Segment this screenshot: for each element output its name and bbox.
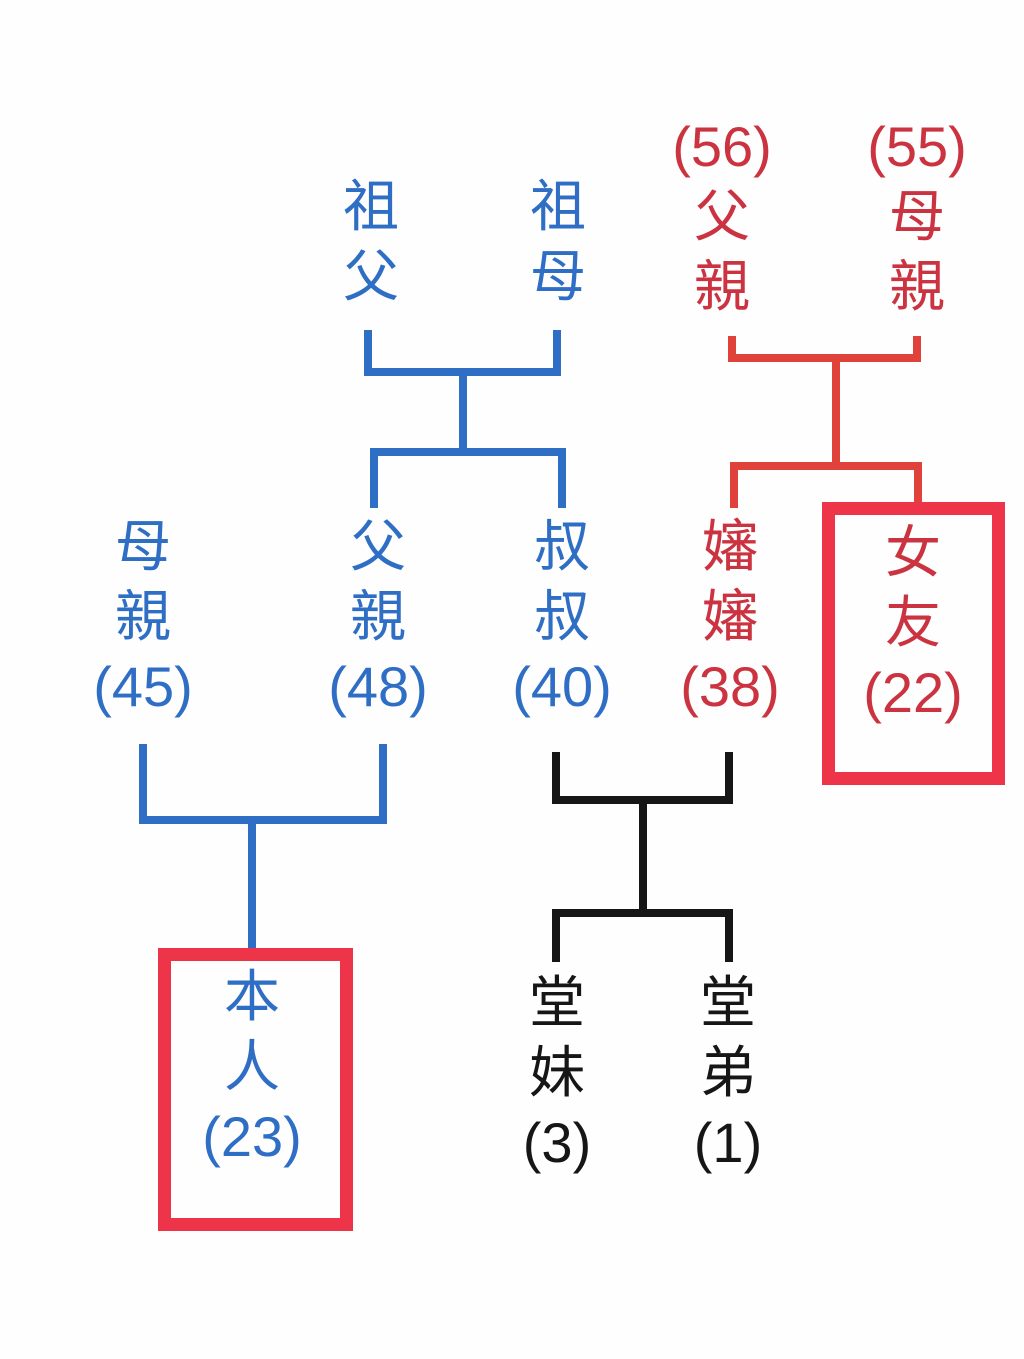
node-label: 妹 bbox=[528, 1041, 585, 1104]
connector-to-father bbox=[370, 448, 378, 508]
connector-aunt-drop bbox=[725, 752, 733, 804]
node-aunt: 嬸 嬸 (38) bbox=[680, 512, 780, 722]
node-label: 親 bbox=[350, 585, 406, 648]
node-label: 人 bbox=[224, 1035, 280, 1098]
node-girlfriend-father: (56) 父 親 bbox=[672, 112, 772, 322]
connector-to-uncle bbox=[558, 448, 566, 508]
node-age: (1) bbox=[693, 1111, 763, 1174]
node-label: 父 bbox=[343, 245, 399, 308]
node-age: (38) bbox=[680, 655, 780, 718]
connector-father-drop bbox=[379, 744, 387, 824]
connector-to-self bbox=[248, 816, 256, 950]
connector-uncle-drop bbox=[552, 752, 560, 804]
node-label: 親 bbox=[694, 255, 750, 318]
node-label: 母 bbox=[115, 515, 171, 578]
node-grandmother: 祖 母 bbox=[530, 172, 586, 312]
connector-to-cousin-brother bbox=[725, 909, 733, 962]
node-label: 祖 bbox=[530, 175, 586, 238]
node-age: (45) bbox=[93, 655, 193, 718]
connector-gf-parents-marriage bbox=[728, 354, 921, 362]
node-uncle: 叔 叔 (40) bbox=[512, 512, 612, 722]
node-self: 本 人 (23) bbox=[202, 962, 302, 1172]
node-mother: 母 親 (45) bbox=[93, 512, 193, 722]
connector-gf-parents-children bbox=[730, 462, 922, 470]
connector-to-aunt bbox=[730, 462, 738, 508]
connector-grandparents-descent bbox=[459, 368, 467, 456]
node-girlfriend-mother: (55) 母 親 bbox=[867, 112, 967, 322]
node-label: 弟 bbox=[699, 1041, 756, 1104]
node-age: (56) bbox=[672, 115, 772, 178]
node-label: 本 bbox=[224, 965, 280, 1028]
connector-gf-father-drop bbox=[728, 336, 736, 362]
node-age: (40) bbox=[512, 655, 612, 718]
node-label: 祖 bbox=[343, 175, 399, 238]
node-label: 母 bbox=[889, 185, 945, 248]
node-age: (3) bbox=[522, 1111, 592, 1174]
node-label: 嬸 bbox=[702, 515, 758, 578]
node-cousin-younger-brother: 堂 弟 (1) bbox=[694, 968, 762, 1178]
node-label: 父 bbox=[694, 185, 750, 248]
node-grandfather: 祖 父 bbox=[343, 172, 399, 312]
connector-grandfather-drop bbox=[364, 330, 372, 376]
node-label: 女 bbox=[885, 521, 941, 584]
connector-grandparents-children bbox=[370, 448, 566, 456]
highlight-box-self bbox=[158, 948, 353, 1231]
node-label: 親 bbox=[115, 585, 171, 648]
node-label: 叔 bbox=[534, 585, 590, 648]
connector-to-cousin-sister bbox=[552, 909, 560, 962]
node-label: 母 bbox=[530, 245, 586, 308]
node-age: (23) bbox=[202, 1105, 302, 1168]
node-cousin-younger-sister: 堂 妹 (3) bbox=[523, 968, 591, 1178]
node-label: 堂 bbox=[528, 971, 585, 1034]
node-label: 堂 bbox=[699, 971, 756, 1034]
node-girlfriend: 女 友 (22) bbox=[863, 518, 963, 728]
connector-uncle-aunt-children bbox=[552, 909, 733, 917]
connector-to-girlfriend bbox=[914, 462, 922, 506]
connector-gf-mother-drop bbox=[913, 336, 921, 362]
node-age: (22) bbox=[863, 661, 963, 724]
node-label: 友 bbox=[885, 591, 941, 654]
connector-uncle-aunt-descent bbox=[639, 796, 647, 917]
highlight-box-girlfriend bbox=[822, 502, 1005, 785]
node-label: 親 bbox=[889, 255, 945, 318]
node-father: 父 親 (48) bbox=[328, 512, 428, 722]
node-label: 叔 bbox=[534, 515, 590, 578]
connector-mother-drop bbox=[139, 744, 147, 824]
node-age: (55) bbox=[867, 115, 967, 178]
connector-parents-marriage bbox=[139, 816, 387, 824]
node-label: 嬸 bbox=[702, 585, 758, 648]
connector-grandmother-drop bbox=[553, 330, 561, 376]
connector-gf-parents-descent bbox=[832, 354, 840, 470]
node-age: (48) bbox=[328, 655, 428, 718]
node-label: 父 bbox=[350, 515, 406, 578]
